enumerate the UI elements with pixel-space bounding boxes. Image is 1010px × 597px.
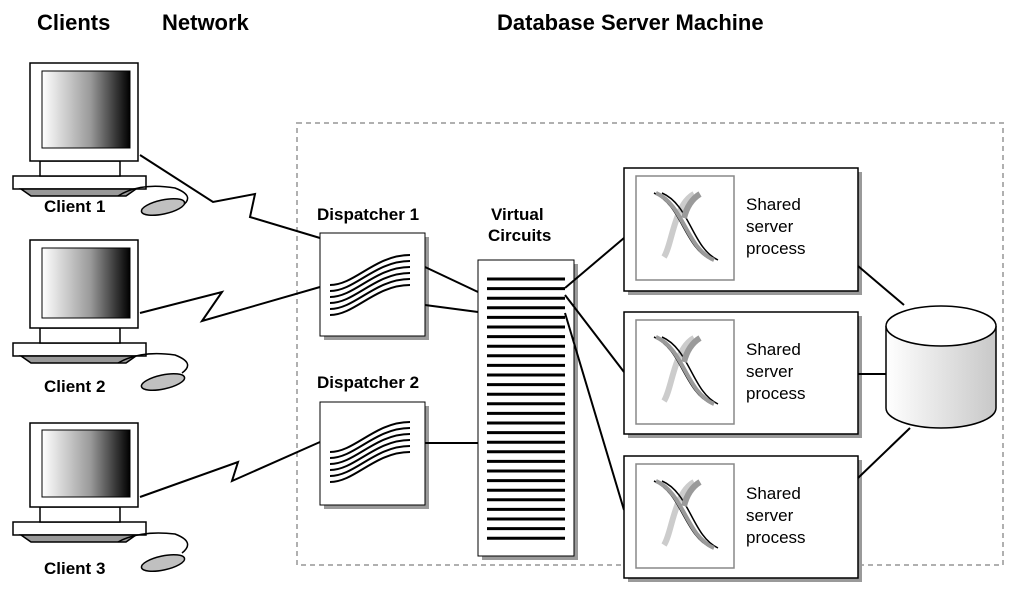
dispatcher-1-icon — [329, 254, 411, 316]
database-cylinder-icon — [885, 305, 997, 429]
network-header: Network — [162, 10, 250, 35]
client-1-computer-icon — [12, 62, 189, 216]
shared-server-1-process-icon — [653, 191, 719, 262]
vc-server-1-link — [564, 237, 625, 289]
dispatcher-2-icon — [329, 421, 411, 483]
server-1-db-link — [857, 265, 905, 306]
server-header: Database Server Machine — [497, 10, 764, 35]
shared-server-3-process-icon — [653, 479, 719, 550]
dispatcher-1-label: Dispatcher 1 — [317, 205, 419, 224]
shared-server-1-label-line1: Shared — [746, 195, 801, 214]
shared-server-1-label-line2: server — [746, 217, 794, 236]
shared-server-2-label-line1: Shared — [746, 340, 801, 359]
client-3-computer-icon — [12, 422, 189, 572]
client-3-label: Client 3 — [44, 559, 105, 578]
network-link-client-1 — [139, 154, 321, 239]
dispatcher-1-vc-link-a — [424, 266, 479, 293]
dispatcher-2-box — [319, 401, 426, 506]
vc-server-2-link — [564, 294, 625, 373]
network-link-client-3 — [139, 441, 321, 498]
shared-server-3-label-line2: server — [746, 506, 794, 525]
client-1-label: Client 1 — [44, 197, 105, 216]
client-2-label: Client 2 — [44, 377, 105, 396]
shared-server-1-label-line3: process — [746, 239, 806, 258]
client-2-computer-icon — [12, 239, 189, 391]
dispatcher-1-vc-link-b — [424, 304, 479, 313]
dispatcher-2-label: Dispatcher 2 — [317, 373, 419, 392]
shared-server-2-label-line3: process — [746, 384, 806, 403]
virtual-circuits-label-line2: Circuits — [488, 226, 551, 245]
shared-server-2-process-icon — [653, 335, 719, 406]
vc-server-3-link — [564, 312, 625, 511]
shared-server-2-label-line2: server — [746, 362, 794, 381]
server-3-db-link — [857, 427, 911, 479]
shared-server-3-label-line3: process — [746, 528, 806, 547]
server-machine-boundary — [296, 122, 1004, 566]
network-link-client-2 — [139, 286, 321, 323]
virtual-circuits-lines — [487, 277, 565, 540]
virtual-circuits-label-line1: Virtual — [491, 205, 544, 224]
clients-header: Clients — [37, 10, 110, 35]
virtual-circuits-box — [477, 259, 575, 557]
shared-server-3-label-line1: Shared — [746, 484, 801, 503]
